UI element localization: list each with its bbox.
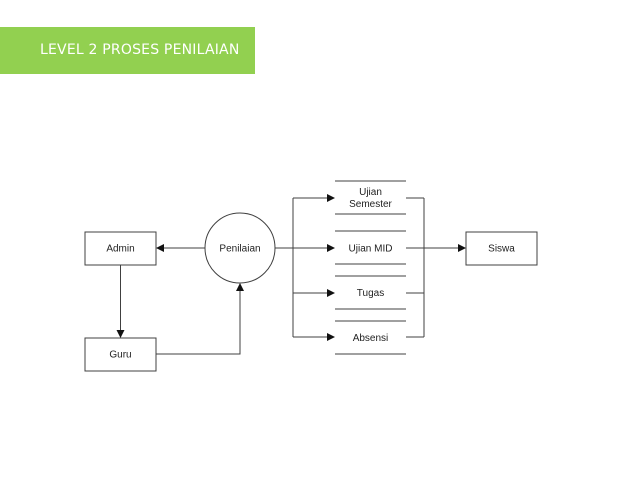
entity-admin: Admin xyxy=(84,231,157,266)
datastore-ujian-mid: Ujian MID xyxy=(335,230,406,265)
datastore-tugas-label: Tugas xyxy=(357,288,384,299)
datastore-ujian-semester-label-2: Semester xyxy=(349,199,392,210)
datastore-ujian-semester-label-1: Ujian xyxy=(359,187,382,198)
entity-siswa: Siswa xyxy=(465,231,538,266)
flow-guru-to-penilaian xyxy=(156,283,244,355)
datastore-ujian-semester: Ujian Semester xyxy=(335,180,406,215)
datastore-absensi-label: Absensi xyxy=(353,333,389,344)
process-penilaian: Penilaian xyxy=(204,212,276,284)
entity-admin-label: Admin xyxy=(106,244,134,255)
entity-guru: Guru xyxy=(84,337,157,372)
entity-siswa-label: Siswa xyxy=(488,244,515,255)
datastore-tugas: Tugas xyxy=(335,275,406,310)
page-title: LEVEL 2 PROSES PENILAIAN xyxy=(40,42,240,58)
entity-guru-label: Guru xyxy=(109,350,131,361)
datastore-ujian-mid-label: Ujian MID xyxy=(349,244,393,255)
process-penilaian-label: Penilaian xyxy=(219,244,260,255)
datastore-absensi: Absensi xyxy=(335,320,406,355)
title-banner: LEVEL 2 PROSES PENILAIAN xyxy=(0,27,255,74)
